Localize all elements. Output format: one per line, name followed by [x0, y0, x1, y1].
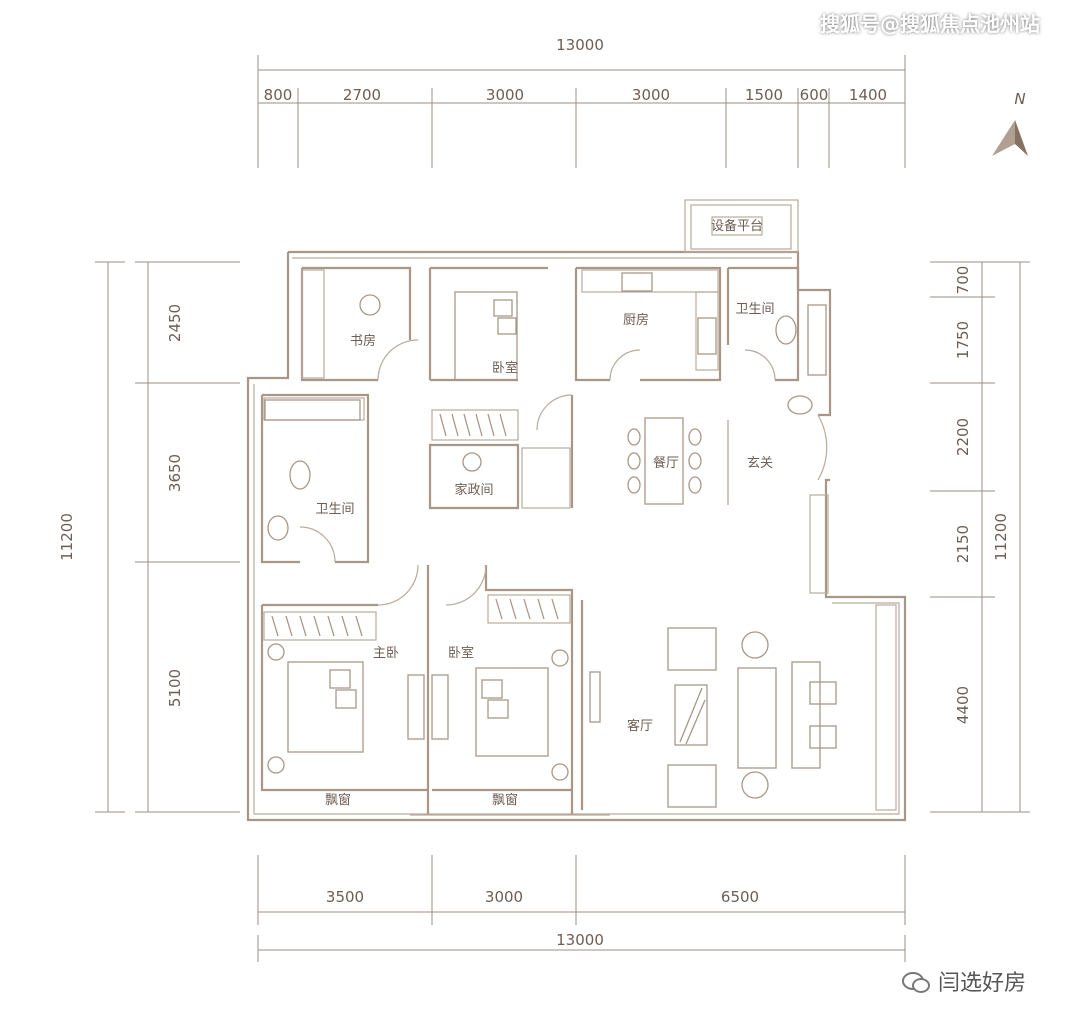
- top-seg-4: 3000: [632, 86, 670, 104]
- watermark-bottom: 闫选好房: [902, 965, 1026, 997]
- bottom-seg-1: 3500: [326, 888, 364, 906]
- bottom-seg-3: 6500: [721, 888, 759, 906]
- label-bedroom-north: 卧室: [492, 360, 518, 376]
- equipment-platform: 设备平台: [684, 199, 799, 253]
- label-entrance: 玄关: [747, 456, 773, 471]
- top-seg-1: 800: [264, 86, 293, 104]
- right-seg-2: 1750: [954, 321, 972, 359]
- room-labels: 书房 卧室 厨房 卫生间 餐厅 玄关 卫生间 家政间 主卧 卧室 客厅 飘窗 飘…: [315, 302, 774, 808]
- left-seg-1: 2450: [166, 304, 184, 342]
- right-total-dimension: 11200: [992, 513, 1010, 561]
- right-seg-4: 2150: [954, 525, 972, 563]
- right-seg-1: 700: [954, 266, 972, 295]
- left-seg-3: 5100: [166, 669, 184, 707]
- label-bay-window-left: 飘窗: [325, 792, 351, 808]
- left-dimensions: 11200 2450 3650 5100: [58, 261, 240, 813]
- top-seg-3: 3000: [486, 86, 524, 104]
- label-dining: 餐厅: [653, 455, 679, 471]
- right-seg-5: 4400: [954, 686, 972, 724]
- top-seg-2: 2700: [343, 86, 381, 104]
- north-compass: N: [992, 90, 1028, 156]
- left-seg-2: 3650: [166, 454, 184, 492]
- interior-walls: [260, 266, 897, 815]
- label-master-bedroom: 主卧: [373, 646, 399, 661]
- label-study: 书房: [350, 333, 376, 349]
- top-total-dimension: 13000: [556, 36, 604, 54]
- left-total-dimension: 11200: [58, 513, 76, 561]
- label-utility: 家政间: [454, 482, 493, 498]
- top-seg-5: 1500: [745, 86, 783, 104]
- top-seg-7: 1400: [849, 86, 887, 104]
- label-bathroom-west: 卫生间: [315, 502, 354, 517]
- label-kitchen: 厨房: [623, 312, 649, 328]
- bottom-total-dimension: 13000: [556, 931, 604, 949]
- label-bathroom-north: 卫生间: [735, 302, 774, 317]
- furniture: [264, 272, 837, 816]
- bottom-dimensions: 3500 3000 6500 13000: [257, 855, 906, 962]
- right-dimensions: 700 1750 2200 2150 4400 11200: [930, 261, 1030, 813]
- label-living: 客厅: [627, 718, 653, 734]
- watermark-top: 搜狐号@搜狐焦点池州站: [820, 12, 1040, 36]
- wechat-icon: [902, 970, 930, 993]
- top-dimensions: 13000 800 2700 3000 3000 1500 600 1400: [257, 36, 906, 168]
- compass-label: N: [1014, 90, 1025, 108]
- label-bay-window-right: 飘窗: [492, 792, 518, 808]
- top-seg-6: 600: [800, 86, 829, 104]
- right-seg-3: 2200: [954, 418, 972, 456]
- watermark-bottom-text: 闫选好房: [938, 971, 1027, 996]
- equipment-platform-label: 设备平台: [711, 218, 763, 234]
- label-bedroom-south: 卧室: [448, 645, 474, 661]
- bottom-seg-2: 3000: [485, 888, 523, 906]
